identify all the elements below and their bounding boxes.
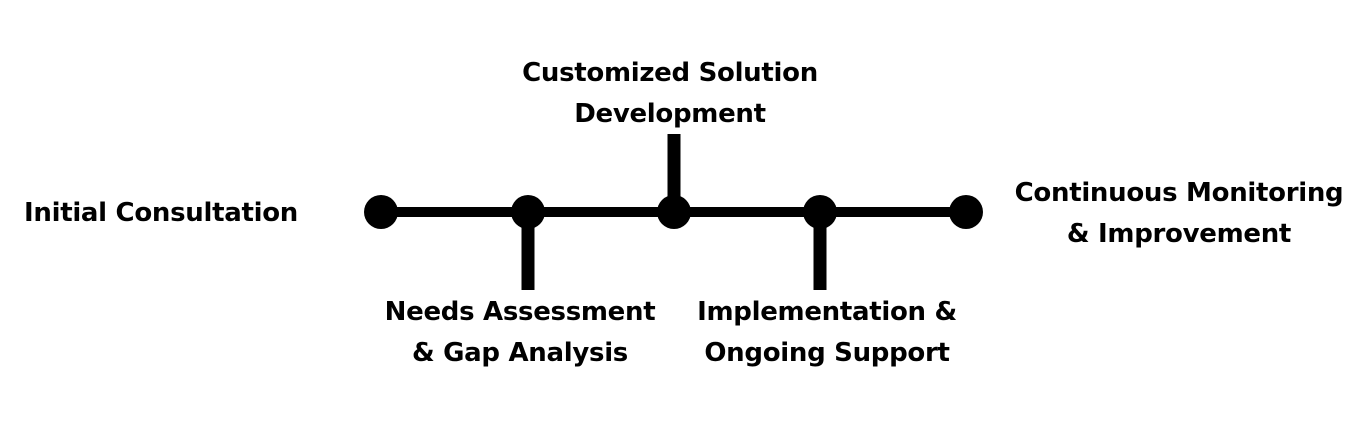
stage-label-needs-assessment: Needs Assessment & Gap Analysis <box>385 292 656 374</box>
stage-label-continuous-monitoring: Continuous Monitoring & Improvement <box>1015 173 1344 255</box>
stage-node-implementation <box>803 195 837 229</box>
stage-label-implementation: Implementation & Ongoing Support <box>697 292 957 374</box>
stage-node-customized-solution <box>657 195 691 229</box>
stage-label-line: & Gap Analysis <box>412 338 628 368</box>
stage-node-initial-consultation <box>364 195 398 229</box>
stage-label-line: & Improvement <box>1066 219 1292 249</box>
stage-label-initial-consultation: Initial Consultation <box>24 193 298 234</box>
stage-label-customized-solution: Customized Solution Development <box>522 53 818 135</box>
stage-node-needs-assessment <box>511 195 545 229</box>
stage-label-line: Implementation & <box>697 297 957 327</box>
stage-label-line: Initial Consultation <box>24 198 298 228</box>
stage-node-continuous-monitoring <box>949 195 983 229</box>
stage-label-line: Needs Assessment <box>384 297 656 327</box>
stage-label-line: Development <box>574 99 766 129</box>
stage-label-line: Ongoing Support <box>704 338 950 368</box>
stage-label-line: Continuous Monitoring <box>1014 178 1344 208</box>
stage-label-line: Customized Solution <box>522 58 818 88</box>
